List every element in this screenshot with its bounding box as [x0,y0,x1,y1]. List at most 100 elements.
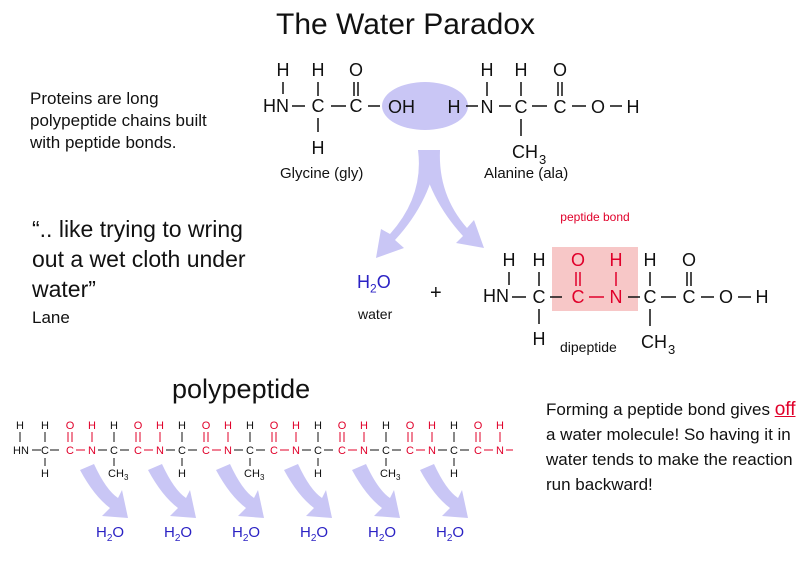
chain-atom: CH [244,468,260,480]
svg-text:C: C [515,97,528,117]
glycine-molecule: H HN H C H O C OH [263,60,415,158]
svg-text:C: C [554,97,567,117]
chain-atom: C [450,445,458,457]
svg-text:H: H [533,329,546,349]
chain-atom: H [450,420,458,432]
peptide-bond-box [552,247,638,311]
svg-text:H: H [610,250,623,270]
chain-atom: H [360,420,368,432]
svg-text:H: H [41,468,49,480]
chain-atom: O [202,420,211,432]
h2o-label: H2O [368,524,397,544]
svg-text:H: H [503,250,516,270]
svg-text:H: H [481,60,494,80]
conclusion-text: Forming a peptide bond gives off a water… [546,397,796,497]
chain-atom: C [134,445,142,457]
chain-atom: H [496,420,504,432]
polypeptide-chain: H HN H C H [13,420,59,480]
chain-atom: N [360,445,368,457]
svg-text:C: C [350,96,363,116]
h2o-label: H2O [436,524,465,544]
svg-text:CH: CH [512,142,538,162]
svg-text:O: O [571,250,585,270]
svg-text:HN: HN [483,286,509,306]
h2o-label: H2O [300,524,329,544]
chain-atom: C [314,445,322,457]
svg-text:C: C [312,96,325,116]
chain-atom: N [88,445,96,457]
svg-text:H: H [16,420,24,432]
intro-text: Proteins are long polypeptide chains bui… [30,89,207,152]
chain-atom: H [156,420,164,432]
svg-text:O: O [349,60,363,80]
chain-atom: H [178,468,186,480]
chain-atom: H [88,420,96,432]
polypeptide-arrows [80,464,468,518]
chain-atom: C [202,445,210,457]
chain-atom: C [110,445,118,457]
svg-text:N: N [481,97,494,117]
chain-atom: H [110,420,118,432]
svg-text:C: C [533,287,546,307]
chain-atom: O [406,420,415,432]
chain-atom: C [474,445,482,457]
quote-text: “.. like trying to wring out a wet cloth… [32,216,246,302]
chain-atom: C [178,445,186,457]
svg-text:HN: HN [13,445,29,457]
svg-text:HN: HN [263,96,289,116]
water-removal-oval [382,82,468,130]
svg-text:CH: CH [641,332,667,352]
svg-text:O: O [553,60,567,80]
chain-atom: H [224,420,232,432]
chain-atom: C [66,445,74,457]
h2o-label: H2O [232,524,261,544]
svg-text:3: 3 [668,342,675,357]
chain-atom: H [246,420,254,432]
conclusion-highlight: off [774,399,796,420]
chain-atom: O [66,420,75,432]
svg-text:C: C [644,287,657,307]
svg-text:H: H [41,420,49,432]
svg-text:H: H [312,138,325,158]
svg-text:H: H [277,60,290,80]
chain-atom: H [314,420,322,432]
reaction-split-arrow [376,150,484,258]
chain-atom: H [292,420,300,432]
chain-atom: H [178,420,186,432]
svg-text:OH: OH [388,97,415,117]
svg-text:H: H [756,287,769,307]
water-release-arrow [420,464,468,518]
h2o-label: H2O [164,524,193,544]
svg-text:N: N [610,287,623,307]
chain-atom: C [406,445,414,457]
chain-atom: O [338,420,347,432]
plus-sign: + [430,282,442,304]
svg-text:H: H [644,250,657,270]
chain-subscript: 3 [124,473,129,482]
chain-atom: H [428,420,436,432]
svg-text:3: 3 [539,152,546,167]
page-title: The Water Paradox [276,8,535,41]
h2o-label: H2O [96,524,125,544]
svg-text:C: C [572,287,585,307]
water-release-arrow [216,464,264,518]
chain-atom: N [292,445,300,457]
polypeptide-repeats: OCHNHCCHOCHNHCHOCHNHCCHOCHNHCHOCHNHCCHOC… [66,420,513,482]
water-label: water [358,306,393,322]
chain-atom: H [382,420,390,432]
chain-atom: N [224,445,232,457]
water-release-arrow [352,464,400,518]
conclusion-before: Forming a peptide bond gives [546,400,775,419]
peptide-bond-label: peptide bond [560,210,630,224]
svg-text:C: C [41,445,49,457]
chain-atom: CH [380,468,396,480]
chain-atom: H [314,468,322,480]
alanine-label: Alanine (ala) [484,165,569,182]
chain-atom: C [270,445,278,457]
svg-text:O: O [682,250,696,270]
dipeptide-label: dipeptide [560,339,617,355]
chain-subscript: 3 [260,473,265,482]
